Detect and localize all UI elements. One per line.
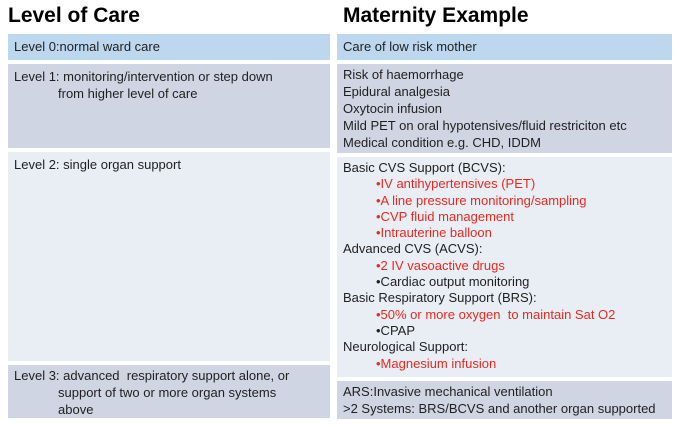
level-of-care-title: Level of Care [8, 4, 140, 27]
text-line: Mild PET on oral hypotensives/fluid rest… [343, 118, 627, 133]
text-line: •Magnesium infusion [376, 355, 497, 371]
text-line: Advanced CVS (ACVS): [343, 241, 483, 257]
row-maternity-level-2: Basic CVS Support (BCVS):•IV antihyperte… [337, 157, 672, 377]
text-line: Level 3: advanced respiratory support al… [14, 368, 290, 383]
text-line: Oxytocin infusion [343, 101, 442, 116]
text-line: ARS:Invasive mechanical ventilation [343, 384, 553, 399]
text-line: from higher level of care [58, 86, 198, 101]
text-line: Epidural analgesia [343, 84, 450, 99]
row-level-2: Level 2: single organ support [8, 152, 330, 361]
row-level-0: Level 0:normal ward care [8, 34, 330, 60]
text-line: support of two or more organ systems [58, 385, 277, 400]
text-line: Basic Respiratory Support (BRS): [343, 290, 537, 306]
row-level-3: Level 3: advanced respiratory support al… [8, 365, 330, 418]
text-line: Risk of haemorrhage [343, 67, 464, 82]
text-line: •Cardiac output monitoring [376, 274, 530, 290]
text-line: •IV antihypertensives (PET) [376, 176, 536, 192]
text-line: Level 1: monitoring/intervention or step… [14, 69, 273, 84]
row-maternity-level-3: ARS:Invasive mechanical ventilation >2 Sy… [337, 381, 672, 419]
text-line: Level 0:normal ward care [14, 39, 160, 54]
text-line: •CVP fluid management [376, 208, 514, 224]
text-line: Medical condition e.g. CHD, IDDM [343, 135, 541, 150]
text-line: •2 IV vasoactive drugs [376, 257, 505, 273]
maternity-example-column: Maternity Example Care of low risk mothe… [337, 0, 672, 423]
row-level-1: Level 1: monitoring/intervention or step… [8, 64, 330, 148]
text-line: Care of low risk mother [343, 39, 477, 54]
text-line: >2 Systems: BRS/BCVS and another organ s… [343, 401, 656, 416]
level-of-care-column: Level of Care Level 0:normal ward care L… [8, 0, 330, 423]
text-line: •50% or more oxygen to maintain Sat O2 [376, 306, 616, 322]
maternity-example-title: Maternity Example [343, 4, 529, 27]
text-line: •CPAP [376, 322, 415, 338]
text-line: Neurological Support: [343, 339, 469, 355]
row-maternity-level-0: Care of low risk mother [337, 34, 672, 60]
text-line: Level 2: single organ support [14, 157, 181, 172]
text-line: above [58, 402, 94, 417]
text-line: •A line pressure monitoring/sampling [376, 192, 587, 208]
text-line: Basic CVS Support (BCVS): [343, 160, 506, 175]
text-line: •Intrauterine balloon [376, 225, 492, 241]
